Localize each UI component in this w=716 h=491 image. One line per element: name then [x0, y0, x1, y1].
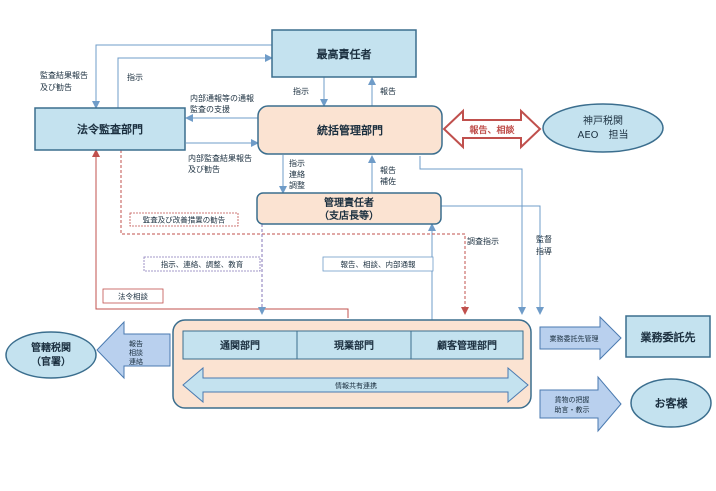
customer-label: お客様: [655, 396, 689, 410]
report-consult-label: 報告、相談: [469, 124, 515, 136]
top-manager-label: 最高責任者: [317, 47, 372, 61]
report-internal-label: 報告、相談、内部通報: [341, 259, 416, 269]
audit-report-line1: 監査結果報告: [40, 70, 88, 80]
audit-improve-tag: 監査及び改善措置の勧告: [129, 212, 239, 227]
legal-audit-box: 法令監査部門: [34, 107, 186, 151]
report-top-label: 報告: [380, 86, 396, 96]
general-mgmt-box: 統括管理部門: [257, 105, 443, 155]
instruction-left-label: 指示: [127, 72, 143, 82]
internal-report-line2: 監査の支援: [190, 104, 230, 114]
department-container: 通関部門 現業部門 顧客管理部門 情報共有連携: [172, 319, 532, 409]
jurisdiction-line2: （官署）: [31, 355, 71, 368]
kobe-customs-line2: AEO 担当: [577, 128, 628, 141]
instr-contact-line1: 指示: [289, 158, 305, 168]
instruction-top-label: 指示: [293, 86, 309, 96]
legal-audit-label: 法令監査部門: [77, 122, 143, 136]
internal-report-line1: 内部通報等の通報: [190, 93, 254, 103]
dept-client-box: [410, 330, 524, 360]
supervise-line1: 監督: [536, 234, 552, 244]
manager-line1: 管理責任者: [324, 196, 374, 209]
info-share-arrow: [182, 366, 529, 404]
customer-arrow-line2: 助言・教示: [555, 405, 590, 414]
left-block-arrow: 報告 相談 連絡: [96, 320, 171, 380]
connectors: [92, 44, 544, 320]
dept-site-box: [296, 330, 412, 360]
dept-customs-label: 通関部門: [220, 339, 260, 352]
contractor-box: 業務委託先: [625, 315, 711, 358]
supervise-line2: 指導: [536, 246, 552, 256]
connector-audit-to-top: [117, 54, 273, 108]
customer-arrow: 貨物の把握 助言・教示: [539, 375, 622, 433]
jurisdiction-customs-ellipse: 管轄税関 （官署）: [5, 331, 97, 379]
red-connectors: [92, 149, 469, 318]
customer-arrow-line1: 貨物の把握: [555, 395, 590, 404]
manager-line2: （支店長等）: [319, 209, 379, 222]
instr-education-tag: 指示、連絡、調整、教育: [143, 256, 261, 272]
instr-education-label: 指示、連絡、調整、教育: [161, 259, 244, 269]
connector-top-to-audit: [92, 44, 272, 109]
internal-audit-line1: 内部監査結果報告: [188, 153, 252, 163]
connector-audit-improve: [120, 150, 469, 315]
connector-manager-right: [441, 205, 544, 315]
report-consult-arrow: 報告、相談: [442, 108, 542, 150]
report-internal-tag: 報告、相談、内部通報: [322, 256, 434, 272]
connector-legal-consult: [92, 149, 349, 318]
connector-supervise: [419, 156, 526, 315]
jurisdiction-line1: 管轄税関: [31, 341, 71, 354]
report-supplement-line2: 補佐: [380, 176, 396, 186]
general-mgmt-label: 統括管理部門: [317, 123, 383, 137]
manager-box: 管理責任者 （支店長等）: [256, 192, 442, 225]
left-arrow-line1: 報告: [129, 339, 143, 348]
audit-report-line2: 及び勧告: [40, 82, 72, 92]
left-arrow-line3: 連絡: [129, 357, 143, 366]
legal-consult-tag: 法令相談: [102, 288, 164, 304]
internal-audit-line2: 及び勧告: [188, 164, 220, 174]
dept-customs-box: [182, 330, 298, 360]
dept-site-label: 現業部門: [334, 339, 374, 352]
instr-contact-line2: 連絡: [289, 169, 305, 179]
top-manager-box: 最高責任者: [271, 29, 417, 78]
audit-improve-label: 監査及び改善措置の勧告: [143, 215, 226, 225]
report-supplement-line1: 報告: [380, 165, 396, 175]
instr-contact-line3: 調整: [289, 180, 305, 190]
info-share-label: 情報共有連携: [335, 381, 377, 390]
kobe-customs-line1: 神戸税関: [583, 114, 623, 127]
dept-client-label: 顧客管理部門: [437, 339, 497, 352]
improve-instr-label: 調査指示: [467, 236, 499, 246]
left-arrow-line2: 相談: [129, 348, 143, 357]
outsourcing-label: 業務委託先管理: [550, 334, 599, 343]
legal-consult-label: 法令相談: [118, 291, 148, 301]
kobe-customs-ellipse: 神戸税関 AEO 担当: [542, 103, 664, 153]
edge-labels: 監査結果報告 及び勧告 指示 指示 報告 内部通報等の通報 監査の支援 内部監査…: [40, 70, 552, 256]
outsourcing-arrow: 業務委託先管理: [539, 315, 622, 361]
contractor-label: 業務委託先: [640, 330, 696, 344]
customer-ellipse: お客様: [630, 378, 712, 428]
